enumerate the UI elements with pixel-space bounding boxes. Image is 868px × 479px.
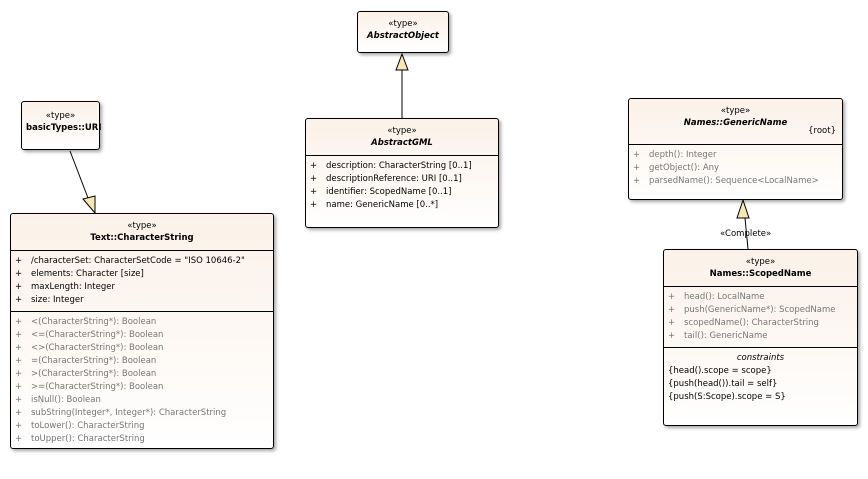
operation-row: +isNull(): Boolean [15, 395, 101, 405]
attributes-compartment: +/characterSet: CharacterSetCode = "ISO … [11, 250, 273, 311]
operation-row: +subString(Integer*, Integer*): Characte… [15, 408, 227, 418]
operation-row: +>(CharacterString*): Boolean [15, 369, 157, 379]
attribute-row: +descriptionReference: URI [0..1] [310, 174, 462, 184]
class-abstract-object[interactable]: «type» AbstractObject [357, 11, 449, 53]
operation-row: +depth(): Integer [633, 150, 717, 160]
class-abstract-gml[interactable]: «type» AbstractGML +description: Charact… [305, 118, 499, 228]
complete-stereotype-label: «Complete» [720, 229, 772, 239]
attribute-row: +/characterSet: CharacterSetCode = "ISO … [15, 256, 245, 266]
class-name: AbstractObject [367, 31, 439, 41]
constraint-row: {push(head()).tail = self} [668, 379, 778, 389]
operation-row: +scopedName(): CharacterString [668, 318, 819, 328]
attributes-compartment: +description: CharacterString [0..1] +de… [306, 155, 498, 216]
class-name: Names::ScopedName [709, 269, 812, 279]
attribute-row: +elements: Character [size] [15, 269, 144, 279]
operation-row: +head(): LocalName [668, 292, 765, 302]
class-scoped-name[interactable]: «type» Names::ScopedName +head(): LocalN… [663, 249, 858, 426]
constraints-compartment: constraints {head().scope = scope} {push… [664, 347, 857, 408]
generalization-scoped-to-generic [736, 198, 750, 250]
stereotype-label: «type» [127, 221, 157, 231]
constraint-row: {head().scope = scope} [668, 366, 772, 376]
operation-row: +<>(CharacterString*): Boolean [15, 343, 164, 353]
operations-compartment: +<(CharacterString*): Boolean +<=(Charac… [11, 311, 273, 450]
constraints-title: constraints [736, 353, 785, 363]
root-tag: {root} [808, 126, 836, 136]
class-name: Text::CharacterString [90, 233, 194, 243]
attribute-row: +maxLength: Integer [15, 282, 115, 292]
operation-row: +getObject(): Any [633, 163, 720, 173]
constraint-row: {push(S:Scope).scope = S} [668, 392, 786, 402]
attribute-row: +identifier: ScopedName [0..1] [310, 187, 452, 197]
operation-row: +toUpper(): CharacterString [15, 434, 145, 444]
operation-row: +push(GenericName*): ScopedName [668, 305, 836, 315]
stereotype-label: «type» [388, 19, 418, 29]
stereotype-label: «type» [720, 106, 751, 116]
class-uri[interactable]: «type» basicTypes::URI [21, 101, 102, 150]
class-character-string[interactable]: «type» Text::CharacterString +/character… [10, 213, 274, 449]
class-name: Names::GenericName [683, 118, 788, 128]
stereotype-label: «type» [45, 111, 76, 121]
attribute-row: +description: CharacterString [0..1] [310, 161, 472, 171]
operations-compartment: +depth(): Integer +getObject(): Any +par… [629, 144, 842, 192]
class-name: AbstractGML [371, 138, 433, 148]
operation-row: +<(CharacterString*): Boolean [15, 317, 157, 327]
operation-row: +=(CharacterString*): Boolean [15, 356, 157, 366]
stereotype-label: «type» [745, 257, 776, 267]
attribute-row: +size: Integer [15, 295, 84, 305]
stereotype-label: «type» [387, 126, 417, 136]
operations-compartment: +head(): LocalName +push(GenericName*): … [664, 286, 857, 347]
attribute-row: +name: GenericName [0..*] [310, 200, 439, 210]
operation-row: +<=(CharacterString*): Boolean [15, 330, 164, 340]
operation-row: +parsedName(): Sequence<LocalName> [633, 176, 819, 186]
generalization-gml-to-object [395, 52, 409, 118]
class-generic-name[interactable]: «type» Names::GenericName {root} +depth(… [628, 98, 843, 200]
operation-row: +toLower(): CharacterString [15, 421, 145, 431]
generalization-string-to-uri [69, 150, 96, 215]
operation-row: +tail(): GenericName [668, 331, 768, 341]
class-name: basicTypes::URI [26, 123, 102, 133]
operation-row: +>=(CharacterString*): Boolean [15, 382, 164, 392]
